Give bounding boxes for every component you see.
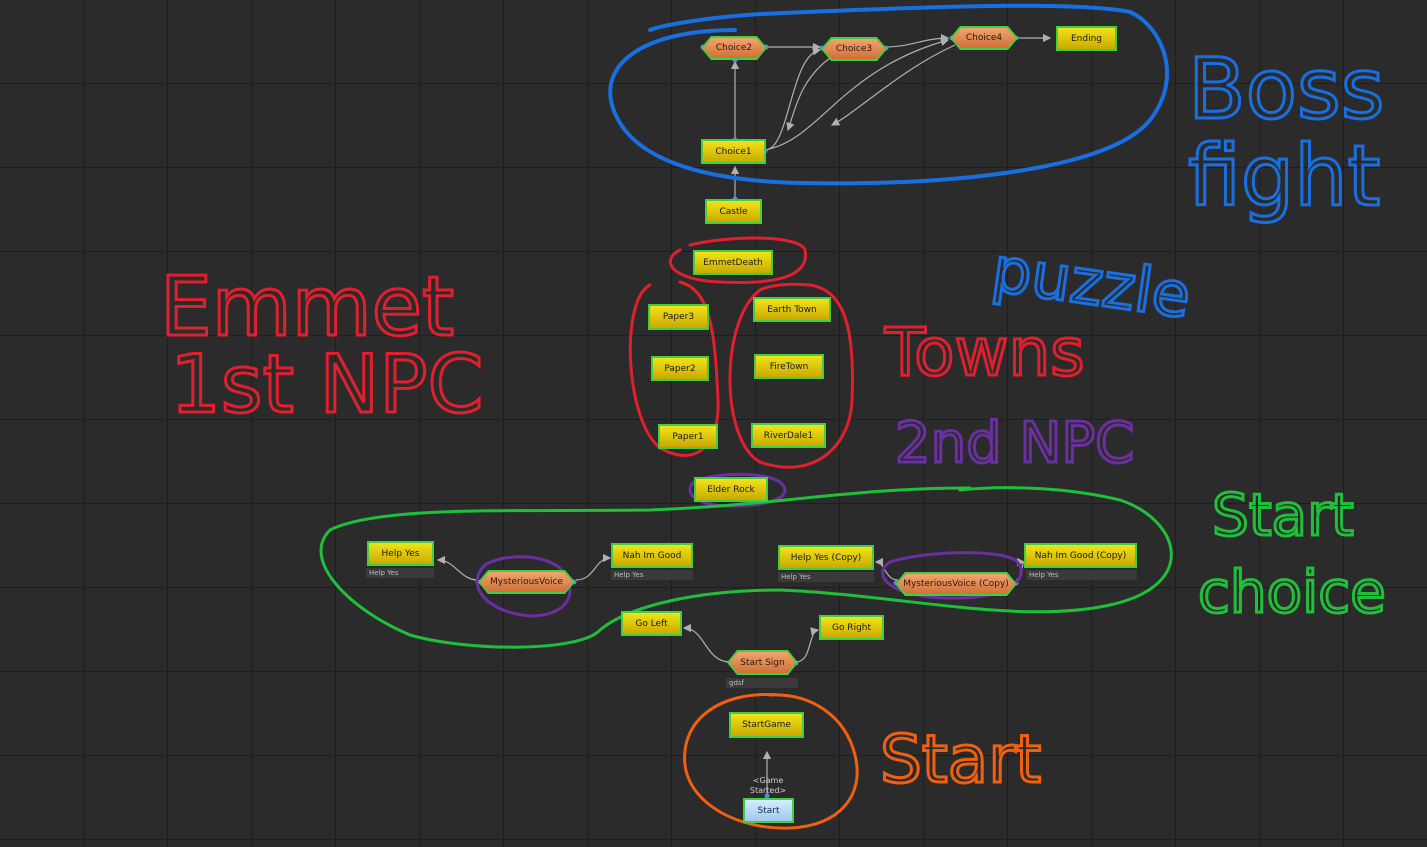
start-choice-label-line2: choice	[1198, 558, 1386, 626]
start-choice-loop	[319, 486, 1173, 649]
towns-label: Towns	[884, 314, 1085, 391]
help-yes-copy-node[interactable]: Help Yes (Copy)	[778, 545, 874, 570]
edge-choice1-choice3	[764, 47, 822, 151]
emmet-death-loop	[668, 236, 807, 284]
port-dot	[764, 793, 770, 799]
game-started-label-line2: Started>	[749, 786, 787, 795]
choice4-node-frame[interactable]: Choice4	[950, 26, 1018, 50]
fire-town-node[interactable]: FireTown	[754, 354, 824, 379]
start-sign-node-frame[interactable]: Start Sign	[727, 650, 798, 675]
edge-startsign-goleft	[682, 623, 731, 663]
start-game-node[interactable]: StartGame	[729, 712, 804, 738]
choice2-node-frame[interactable]: Choice2	[701, 36, 767, 60]
edge-startsign-goright	[795, 627, 820, 663]
edge-mysterious-helpyes	[436, 555, 479, 581]
start-label: Start	[880, 721, 1041, 798]
mysterious-voice-node-frame[interactable]: MysteriousVoice	[478, 570, 575, 594]
start-node[interactable]: Start	[743, 798, 794, 823]
choice1-node[interactable]: Choice1	[701, 139, 766, 164]
help-yes-node[interactable]: Help Yes	[367, 541, 434, 566]
emmet-papers-loop	[628, 280, 720, 457]
start-sign-subtitle: gdsf	[726, 678, 798, 688]
emmet-label-line1: Emmet	[160, 260, 454, 355]
mysterious-voice-copy-node[interactable]: MysteriousVoice (Copy)	[897, 574, 1015, 594]
start-choice-label-line1: Start	[1212, 481, 1354, 549]
help-yes-subtitle: Help Yes	[366, 568, 434, 578]
castle-node[interactable]: Castle	[705, 199, 762, 224]
paper1-node[interactable]: Paper1	[658, 424, 718, 449]
emmet-death-node[interactable]: EmmetDeath	[693, 250, 773, 275]
go-left-node[interactable]: Go Left	[621, 611, 682, 636]
elder-rock-loop	[688, 472, 787, 508]
paper2-node[interactable]: Paper2	[651, 356, 709, 381]
elder-rock-node[interactable]: Elder Rock	[694, 477, 768, 502]
ending-node[interactable]: Ending	[1056, 26, 1117, 51]
start-sign-node[interactable]: Start Sign	[729, 652, 796, 673]
mysterious-voice-copy-node-frame[interactable]: MysteriousVoice (Copy)	[895, 572, 1017, 596]
choice3-node[interactable]: Choice3	[823, 39, 885, 59]
riverdale1-node[interactable]: RiverDale1	[751, 423, 826, 448]
help-yes-copy-subtitle: Help Yes	[778, 572, 874, 582]
choice2-node[interactable]: Choice2	[703, 38, 765, 58]
edge-mysterious-nah	[575, 553, 612, 581]
nah-im-good-node[interactable]: Nah Im Good	[611, 543, 693, 568]
edge-mysterious-copy-helpyes	[874, 557, 899, 581]
paper3-node[interactable]: Paper3	[648, 304, 709, 330]
nah-im-good-copy-subtitle: Help Yes	[1026, 570, 1137, 580]
nah-im-good-subtitle: Help Yes	[611, 570, 693, 580]
towns-loop	[728, 282, 854, 469]
start-loop	[683, 692, 859, 830]
edge-choice1-choice4	[764, 37, 950, 151]
choice3-node-frame[interactable]: Choice3	[821, 37, 887, 61]
mysterious-voice-node[interactable]: MysteriousVoice	[480, 572, 573, 592]
boss-fight-label-line1: Boss	[1188, 40, 1385, 138]
second-npc-label: 2nd NPC	[895, 411, 1134, 476]
edge-choice3-choice1	[786, 57, 831, 132]
earth-town-node[interactable]: Earth Town	[753, 297, 831, 322]
mysterious-voice-loop	[475, 555, 572, 618]
game-started-label-line1: <Game	[752, 776, 784, 785]
game-started-event-label: <Game Started>	[737, 776, 799, 796]
go-right-node[interactable]: Go Right	[819, 615, 884, 640]
emmet-label-line2: 1st NPC	[170, 338, 483, 431]
boss-fight-loop	[608, 3, 1169, 186]
boss-fight-label-line2: fight	[1188, 127, 1380, 225]
choice4-node[interactable]: Choice4	[952, 28, 1016, 48]
edge-choice4-choice1	[830, 44, 956, 126]
nah-im-good-copy-node[interactable]: Nah Im Good (Copy)	[1024, 543, 1137, 568]
